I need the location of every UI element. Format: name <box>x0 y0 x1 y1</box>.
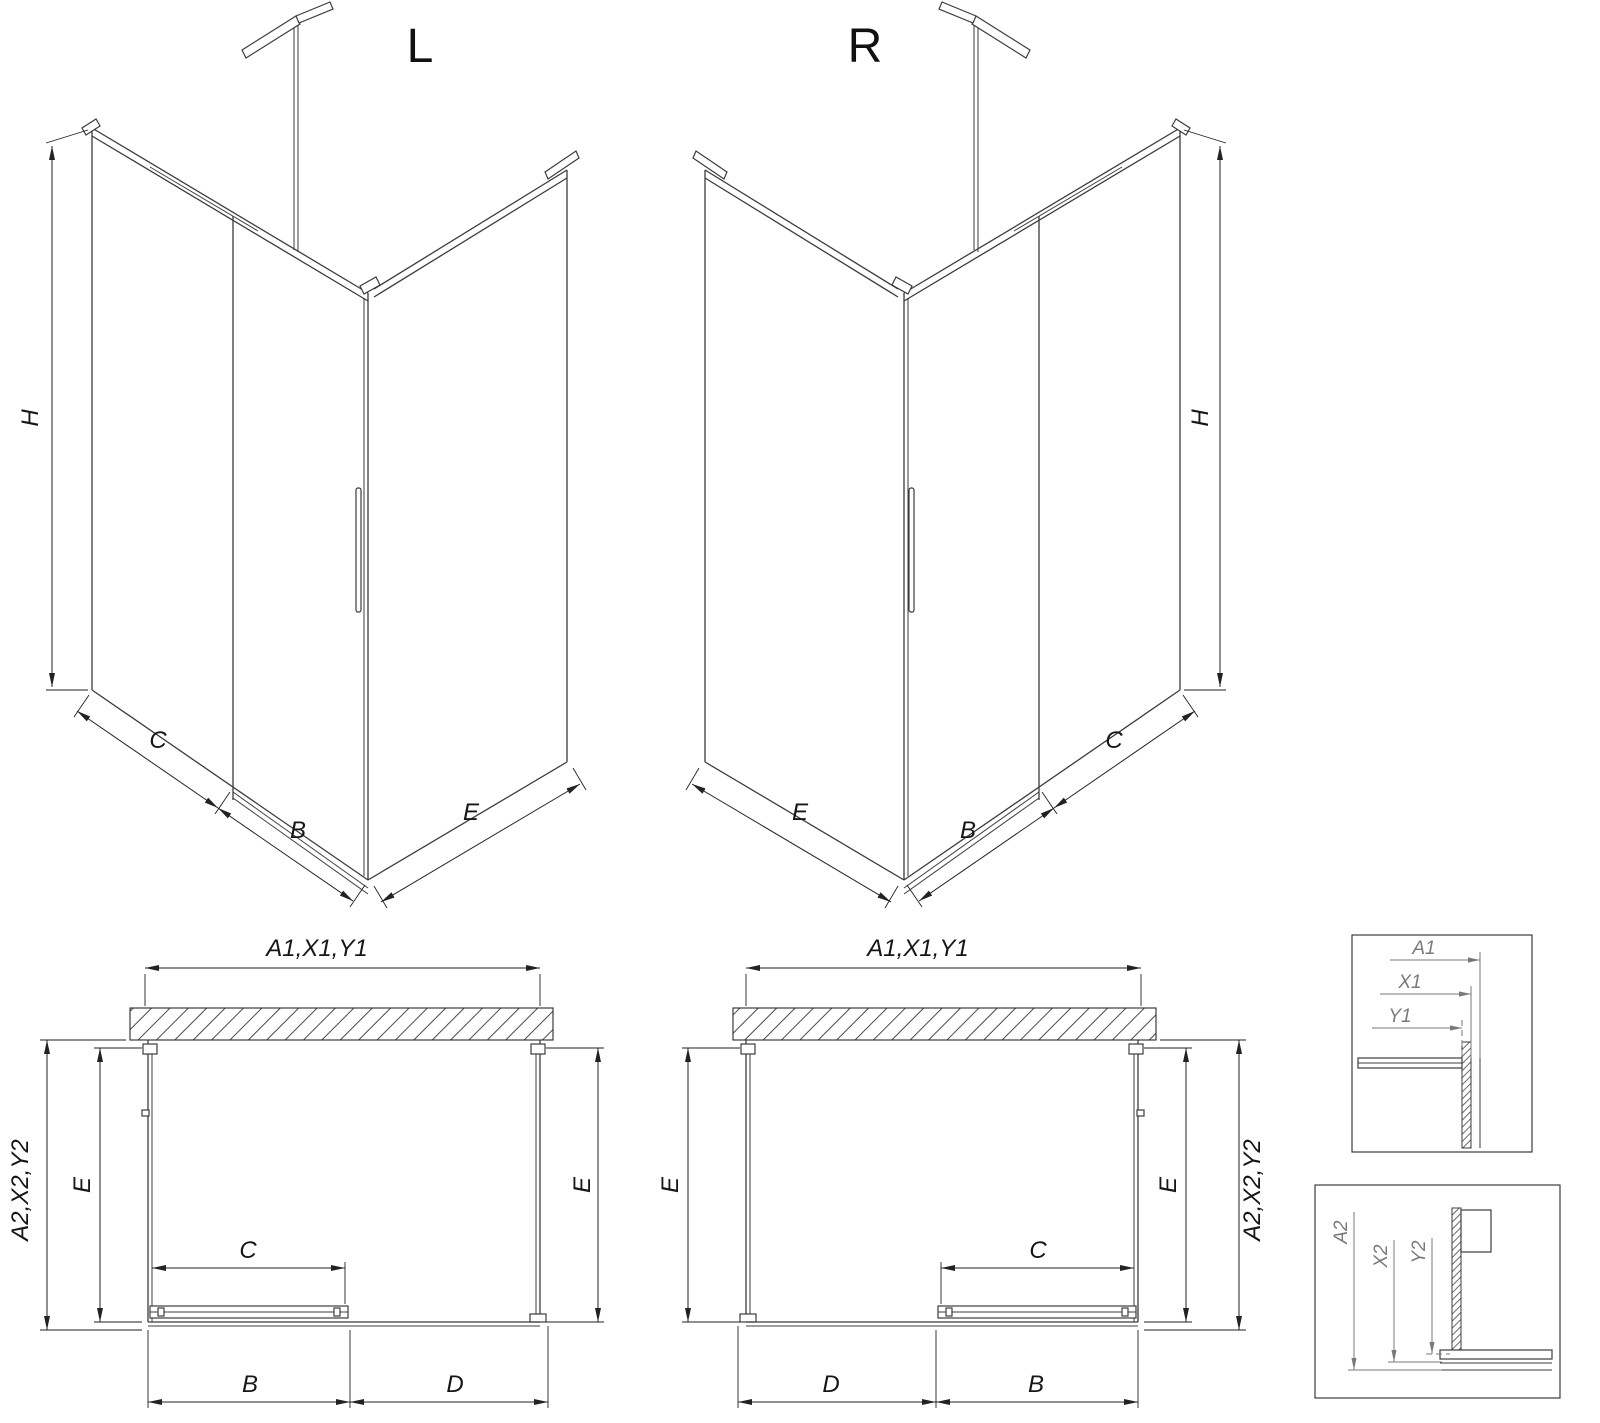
dim-label-a2x2y2: A2,X2,Y2 <box>7 1139 34 1242</box>
bottom-rail-section <box>1439 1349 1553 1360</box>
door-roller <box>1121 1307 1129 1317</box>
wall-bracket-left <box>692 150 728 180</box>
dim-label-e-right: E <box>569 1176 596 1193</box>
dim-label-h: H <box>1187 409 1214 427</box>
wall-bracket-right <box>1171 118 1191 136</box>
dim-label-b: B <box>242 1371 258 1398</box>
iso-view-right: R H E <box>685 1 1227 909</box>
ceiling-bracket-arm <box>295 1 334 24</box>
detail-view-bottom: A2 X2 Y2 <box>1314 1184 1561 1399</box>
dim-label-y2: Y2 <box>1409 1240 1430 1264</box>
dim-label-e-left: E <box>657 1176 684 1193</box>
dim-label-c: C <box>1029 1237 1047 1264</box>
glass-clamp <box>1136 1109 1145 1117</box>
dim-label-a2: A2 <box>1331 1220 1352 1245</box>
dim-label-e-right: E <box>1155 1176 1182 1193</box>
dim-label-b: B <box>1028 1371 1044 1398</box>
detail-frame <box>1351 934 1533 1153</box>
dim-label-x1: X1 <box>1397 972 1421 993</box>
glass-bracket <box>740 1043 756 1055</box>
dim-label-a2x2y2: A2,X2,Y2 <box>1239 1139 1266 1242</box>
glass-bracket <box>142 1043 158 1055</box>
plan-view-right: A1,X1,Y1 E E A2,X2,Y2 C D B <box>657 935 1266 1408</box>
dim-label-x2: X2 <box>1371 1244 1392 1269</box>
dim-label-e: E <box>463 799 480 826</box>
building-wall-section <box>129 1007 554 1041</box>
view-title-left: L <box>407 20 434 73</box>
door-roller <box>157 1307 165 1317</box>
dim-label-d: D <box>446 1371 463 1398</box>
detail-frame <box>1314 1184 1561 1399</box>
dim-label-c: C <box>1105 727 1123 754</box>
dim-label-a1x1y1: A1,X1,Y1 <box>865 935 968 962</box>
iso-view-left: L H C <box>17 1 587 909</box>
view-title-right: R <box>848 20 883 73</box>
wall-bracket-right <box>544 150 580 180</box>
door-roller <box>333 1307 341 1317</box>
dim-label-a1: A1 <box>1411 938 1435 959</box>
corner-connector <box>359 276 381 295</box>
glass-section <box>1451 1207 1462 1351</box>
dim-label-c: C <box>149 727 167 754</box>
dim-label-y1: Y1 <box>1388 1006 1411 1027</box>
ceiling-bracket <box>971 15 1031 59</box>
dim-label-c: C <box>239 1237 257 1264</box>
dim-label-d: D <box>822 1371 839 1398</box>
dim-label-e: E <box>792 799 809 826</box>
dim-label-a1x1y1: A1,X1,Y1 <box>264 935 367 962</box>
dim-label-h: H <box>17 409 44 427</box>
dim-label-b: B <box>960 817 976 844</box>
ceiling-bracket-arm <box>938 1 977 24</box>
glass-section <box>1461 1041 1472 1149</box>
plan-view-left: A1,X1,Y1 E A2,X2,Y2 E C B D <box>7 935 604 1408</box>
corner-connector <box>891 276 913 295</box>
glass-clamp <box>141 1109 150 1117</box>
ceiling-bracket <box>241 15 301 59</box>
wall-profile-section <box>1460 1209 1492 1253</box>
dim-label-e-left: E <box>69 1176 96 1193</box>
door-handle <box>908 487 915 613</box>
door-roller <box>945 1307 953 1317</box>
detail-view-top: A1 X1 Y1 <box>1351 934 1533 1153</box>
glass-bracket <box>1128 1043 1144 1055</box>
wall-bracket-left <box>81 118 101 136</box>
building-wall-section <box>732 1007 1157 1041</box>
door-handle <box>355 487 362 613</box>
glass-bracket <box>530 1043 546 1055</box>
dim-label-b: B <box>290 817 306 844</box>
corner-bracket <box>739 1313 757 1323</box>
corner-bracket <box>529 1313 547 1323</box>
